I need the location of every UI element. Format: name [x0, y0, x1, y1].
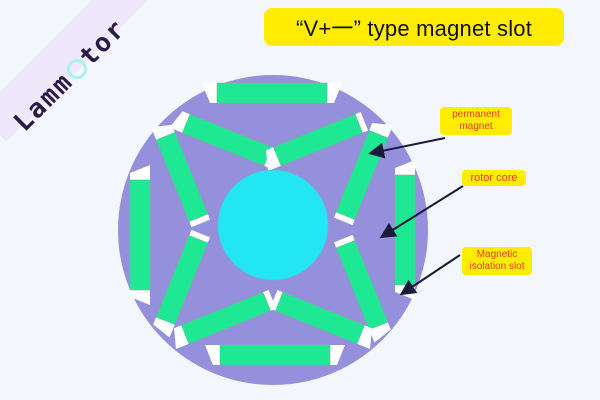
arrow-isolation-slot — [399, 254, 461, 296]
magnet-top — [201, 82, 343, 104]
shaft-hole — [217, 169, 329, 281]
arrow-permanent-magnet — [368, 137, 446, 159]
label-isolation-slot: Magnetic isolation slot — [462, 247, 532, 275]
magnet-right — [394, 159, 416, 301]
magnet-left — [129, 164, 151, 306]
label-rotor-core: rotor core — [462, 170, 526, 186]
magnet-bottom — [204, 344, 346, 366]
arrow-rotor-core — [379, 185, 464, 239]
title-banner: “V+一” type magnet slot — [264, 8, 564, 46]
page-title: “V+一” type magnet slot — [295, 16, 533, 41]
label-permanent-magnet: permanent magnet — [440, 107, 512, 135]
